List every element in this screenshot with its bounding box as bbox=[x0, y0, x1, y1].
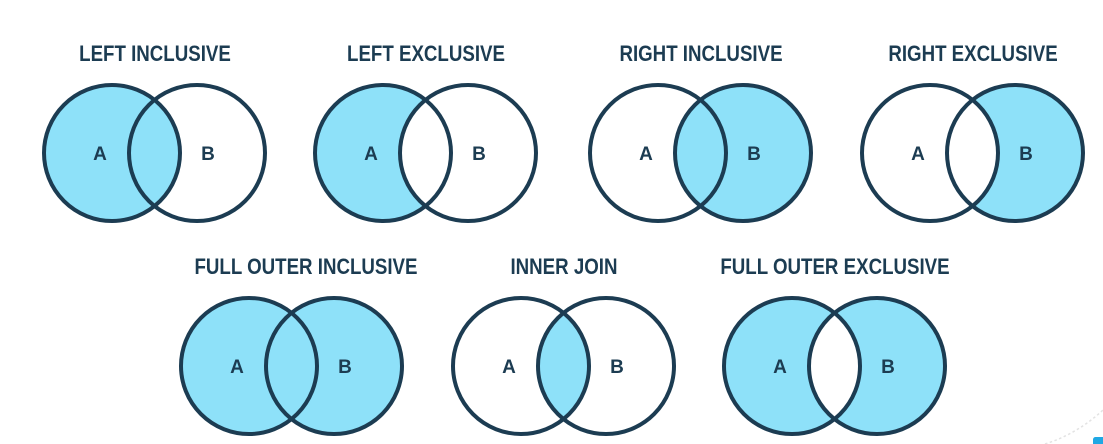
circle-b-outline bbox=[807, 296, 947, 436]
set-label-b: B bbox=[472, 144, 486, 165]
set-label-b: B bbox=[610, 357, 624, 378]
intersection-region bbox=[675, 85, 726, 221]
circle-a-outline bbox=[588, 83, 728, 223]
diagram-title: FULL OUTER INCLUSIVE bbox=[194, 254, 418, 279]
circle-b-outline bbox=[127, 83, 267, 223]
set-label-a: A bbox=[93, 144, 107, 165]
circle-a-outline bbox=[722, 296, 862, 436]
circle-b-outline bbox=[945, 83, 1085, 223]
set-label-b: B bbox=[1019, 144, 1033, 165]
diagram-title: RIGHT EXCLUSIVE bbox=[888, 41, 1058, 66]
circle-b-outline bbox=[536, 296, 676, 436]
intersection-region bbox=[947, 85, 998, 221]
diagram-title: LEFT INCLUSIVE bbox=[79, 41, 231, 66]
circle-a-outline bbox=[313, 83, 453, 223]
circle-b-outline bbox=[398, 83, 538, 223]
circle-b-outline bbox=[264, 296, 404, 436]
set-label-b: B bbox=[338, 357, 352, 378]
set-label-a: A bbox=[773, 357, 787, 378]
set-label-a: A bbox=[364, 144, 378, 165]
set-label-a: A bbox=[639, 144, 653, 165]
corner-arc bbox=[1044, 409, 1103, 444]
intersection-region bbox=[400, 85, 451, 221]
circle-a-outline bbox=[179, 296, 319, 436]
set-label-b: B bbox=[201, 144, 215, 165]
set-label-a: A bbox=[502, 357, 516, 378]
diagram-title: INNER JOIN bbox=[510, 254, 618, 279]
corner-watermark bbox=[1044, 409, 1103, 444]
intersection-region bbox=[538, 298, 589, 434]
diagram-title: LEFT EXCLUSIVE bbox=[347, 41, 505, 66]
corner-logo-fragment[interactable] bbox=[1093, 437, 1103, 444]
intersection-region bbox=[129, 85, 180, 221]
set-label-b: B bbox=[747, 144, 761, 165]
set-label-b: B bbox=[881, 357, 895, 378]
set-label-a: A bbox=[911, 144, 925, 165]
intersection-region bbox=[266, 298, 317, 434]
circle-a-outline bbox=[860, 83, 1000, 223]
circle-a-outline bbox=[42, 83, 182, 223]
diagram-title: RIGHT INCLUSIVE bbox=[619, 41, 783, 66]
set-label-a: A bbox=[230, 357, 244, 378]
diagram-title: FULL OUTER EXCLUSIVE bbox=[720, 254, 950, 279]
intersection-region bbox=[809, 298, 860, 434]
circle-b-outline bbox=[673, 83, 813, 223]
circle-a-outline bbox=[451, 296, 591, 436]
